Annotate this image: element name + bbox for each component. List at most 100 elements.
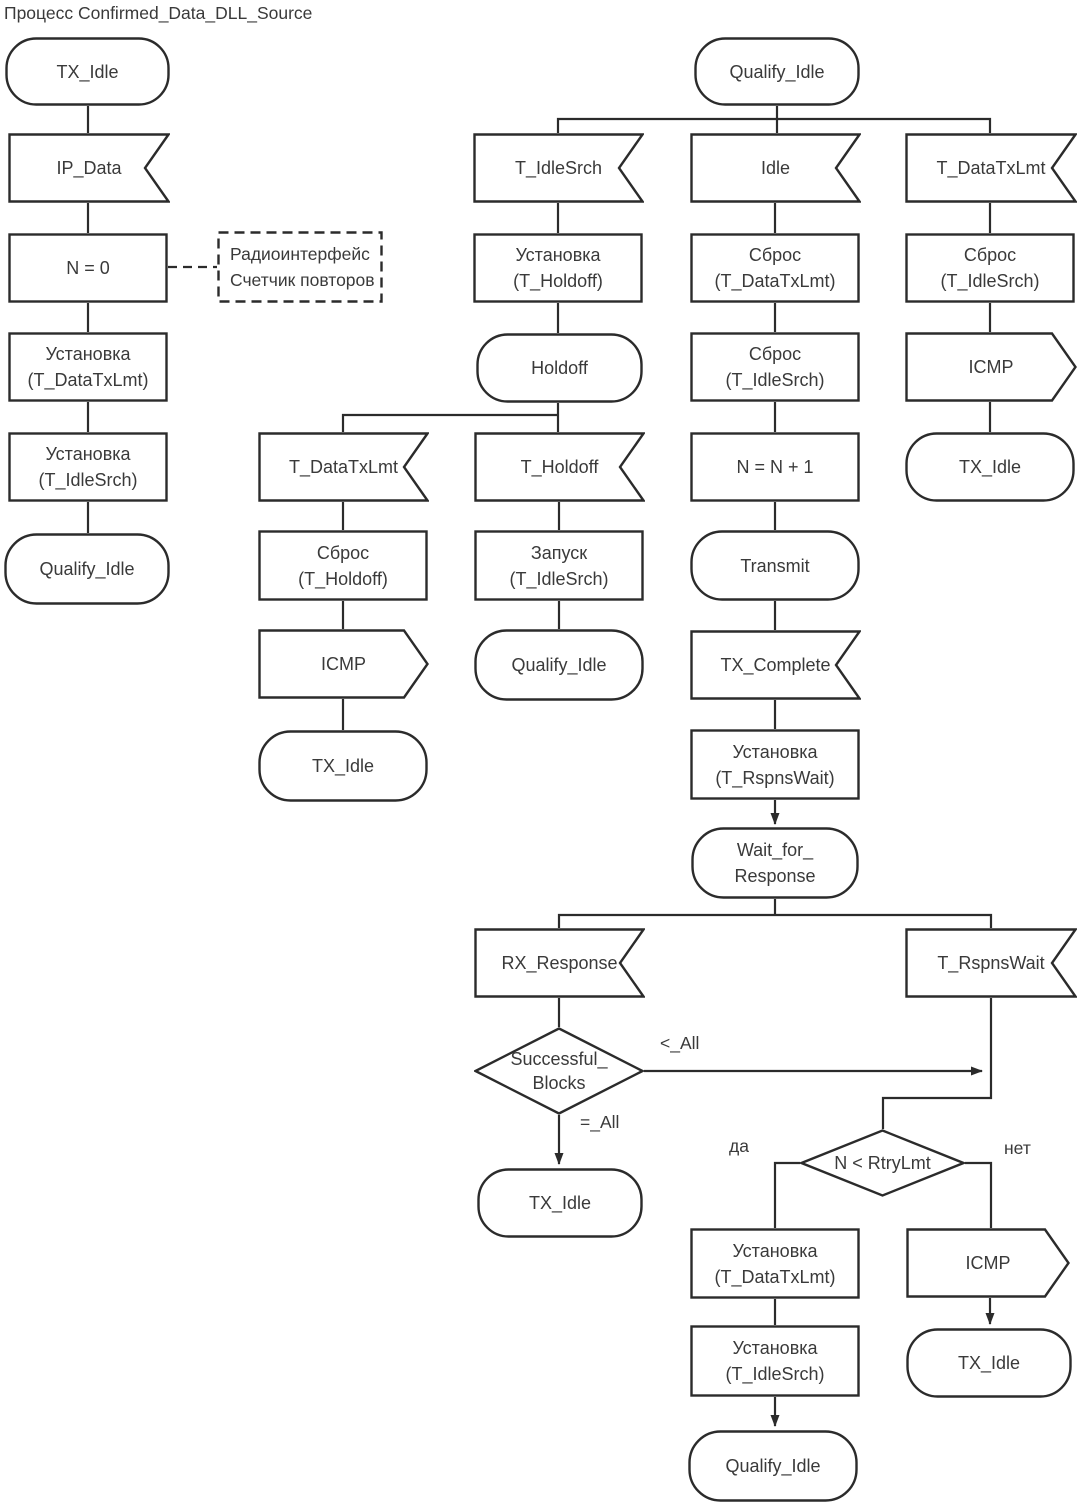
- task-shape: [473, 233, 643, 303]
- comment-line: Счетчик повторов: [230, 270, 375, 290]
- node-label: (T_DataTxLmt): [27, 370, 149, 390]
- state-shape: [5, 37, 170, 106]
- node-label: Установка: [515, 245, 601, 265]
- state-shape: [4, 533, 170, 605]
- node-label: Idle: [760, 158, 791, 178]
- decision-shape: [800, 1129, 965, 1197]
- input-shape: [474, 432, 645, 502]
- node-label: Holdoff: [531, 358, 588, 378]
- task-set-holdoff: Установка(T_Holdoff): [473, 233, 643, 303]
- node-label: Сброс: [963, 245, 1017, 265]
- edge-label-yes: да: [729, 1136, 749, 1156]
- task-shape: [690, 432, 860, 502]
- task-set-datatxlmt-1: Установка (T_DataTxLmt): [8, 332, 168, 402]
- state-shape: [688, 1430, 858, 1502]
- signal-input-t-datatxlmt-right: T_DataTxLmt: [905, 133, 1077, 203]
- decision-shape: [474, 1027, 644, 1115]
- signal-input-idle: Idle: [690, 133, 861, 203]
- input-shape: [905, 133, 1077, 203]
- node-label: (T_RspnsWait): [715, 767, 835, 788]
- node-label: Blocks: [532, 1073, 586, 1093]
- state-qualify-idle-left: Qualify_Idle: [4, 533, 170, 605]
- task-set-rspnswait: Установка(T_RspnsWait): [690, 729, 860, 800]
- edge-label-less-all: <_All: [660, 1033, 700, 1053]
- node-label: TX_Idle: [311, 756, 375, 776]
- node-label: TX_Idle: [528, 1193, 592, 1213]
- node-label: Wait_for_: [736, 840, 814, 860]
- state-tx-idle-right: TX_Idle: [905, 432, 1075, 502]
- state-shape: [694, 37, 860, 106]
- task-set-idlesrch-1: Установка(T_IdleSrch): [8, 432, 168, 502]
- task-shape: [690, 1228, 860, 1299]
- task-shape: [690, 332, 860, 402]
- comment-line: Радиоинтерфейс: [230, 244, 370, 264]
- node-label: N = N + 1: [736, 457, 814, 477]
- node-label: Сброс: [748, 344, 802, 364]
- state-shape: [477, 1168, 643, 1238]
- connector: [557, 913, 993, 928]
- state-tx-idle-mid: TX_Idle: [258, 730, 428, 802]
- node-label: N = 0: [66, 258, 110, 278]
- node-label: ICMP: [968, 357, 1014, 377]
- state-shape: [690, 530, 860, 601]
- task-shape: [690, 1325, 860, 1397]
- node-label: IP_Data: [56, 158, 122, 178]
- node-label: TX_Idle: [957, 1353, 1021, 1373]
- connector: [965, 1161, 993, 1228]
- input-shape: [905, 928, 1077, 998]
- input-shape: [258, 432, 429, 502]
- node-label: Установка: [732, 1240, 818, 1261]
- node-label: ICMP: [321, 654, 366, 674]
- task-shape: [8, 332, 168, 402]
- task-shape: [905, 233, 1075, 303]
- task-shape: [8, 432, 168, 502]
- decision-n-lt-rtrylmt: N < RtryLmt: [800, 1129, 965, 1197]
- state-wait-for-response: Wait_for_Response: [691, 827, 859, 899]
- node-label: Transmit: [740, 555, 810, 576]
- state-tx-idle-start: TX_Idle: [5, 37, 170, 106]
- state-holdoff: Holdoff: [476, 333, 643, 403]
- input-shape: [474, 928, 645, 998]
- state-tx-idle-bottom: TX_Idle: [906, 1328, 1072, 1398]
- connector: [881, 998, 993, 1129]
- node-label: TX_Complete: [720, 655, 831, 675]
- task-shape: [690, 729, 860, 800]
- state-transmit: Transmit: [690, 530, 860, 601]
- node-label: (T_DataTxLmt): [714, 271, 836, 291]
- signal-input-rx-response: RX_Response: [474, 928, 645, 998]
- edge-label-no: нет: [1004, 1138, 1031, 1158]
- output-shape: [905, 332, 1077, 402]
- node-label: TX_Idle: [56, 61, 119, 82]
- state-shape: [691, 827, 859, 899]
- state-qualify-idle-bottom: Qualify_Idle: [688, 1430, 858, 1502]
- node-label: Сброс: [316, 542, 370, 563]
- state-shape: [906, 1328, 1072, 1398]
- node-label: Установка: [45, 344, 131, 364]
- node-label: (T_IdleSrch): [725, 370, 825, 390]
- decision-successful-blocks: Successful_Blocks: [474, 1027, 644, 1115]
- input-shape: [8, 133, 170, 203]
- page-title: Процесс Confirmed_Data_DLL_Source: [4, 3, 313, 23]
- node-label: ICMP: [965, 1253, 1011, 1273]
- task-reset-idlesrch-right: Сброс (T_IdleSrch): [905, 233, 1075, 303]
- task-n-plus-1: N = N + 1: [690, 432, 860, 502]
- node-label: (T_IdleSrch): [38, 470, 138, 490]
- comment-shape: [217, 231, 383, 303]
- task-reset-holdoff: Сброс(T_Holdoff): [258, 530, 428, 601]
- output-shape: [906, 1228, 1070, 1298]
- input-shape: [690, 630, 861, 700]
- node-label: (T_DataTxLmt): [714, 1266, 836, 1287]
- state-shape: [905, 432, 1075, 502]
- signal-output-icmp-right: ICMP: [905, 332, 1077, 402]
- node-label: N < RtryLmt: [834, 1153, 931, 1173]
- task-shape: [474, 530, 644, 601]
- output-shape: [258, 629, 429, 699]
- task-reset-datatxlmt: Сброс(T_DataTxLmt): [690, 233, 860, 303]
- state-qualify-idle-top: Qualify_Idle: [694, 37, 860, 106]
- connector: [341, 413, 558, 432]
- node-label: Qualify_Idle: [39, 559, 135, 579]
- task-shape: [8, 233, 168, 303]
- node-label: (T_IdleSrch): [940, 271, 1040, 291]
- signal-input-ip-data: IP_Data: [8, 133, 170, 203]
